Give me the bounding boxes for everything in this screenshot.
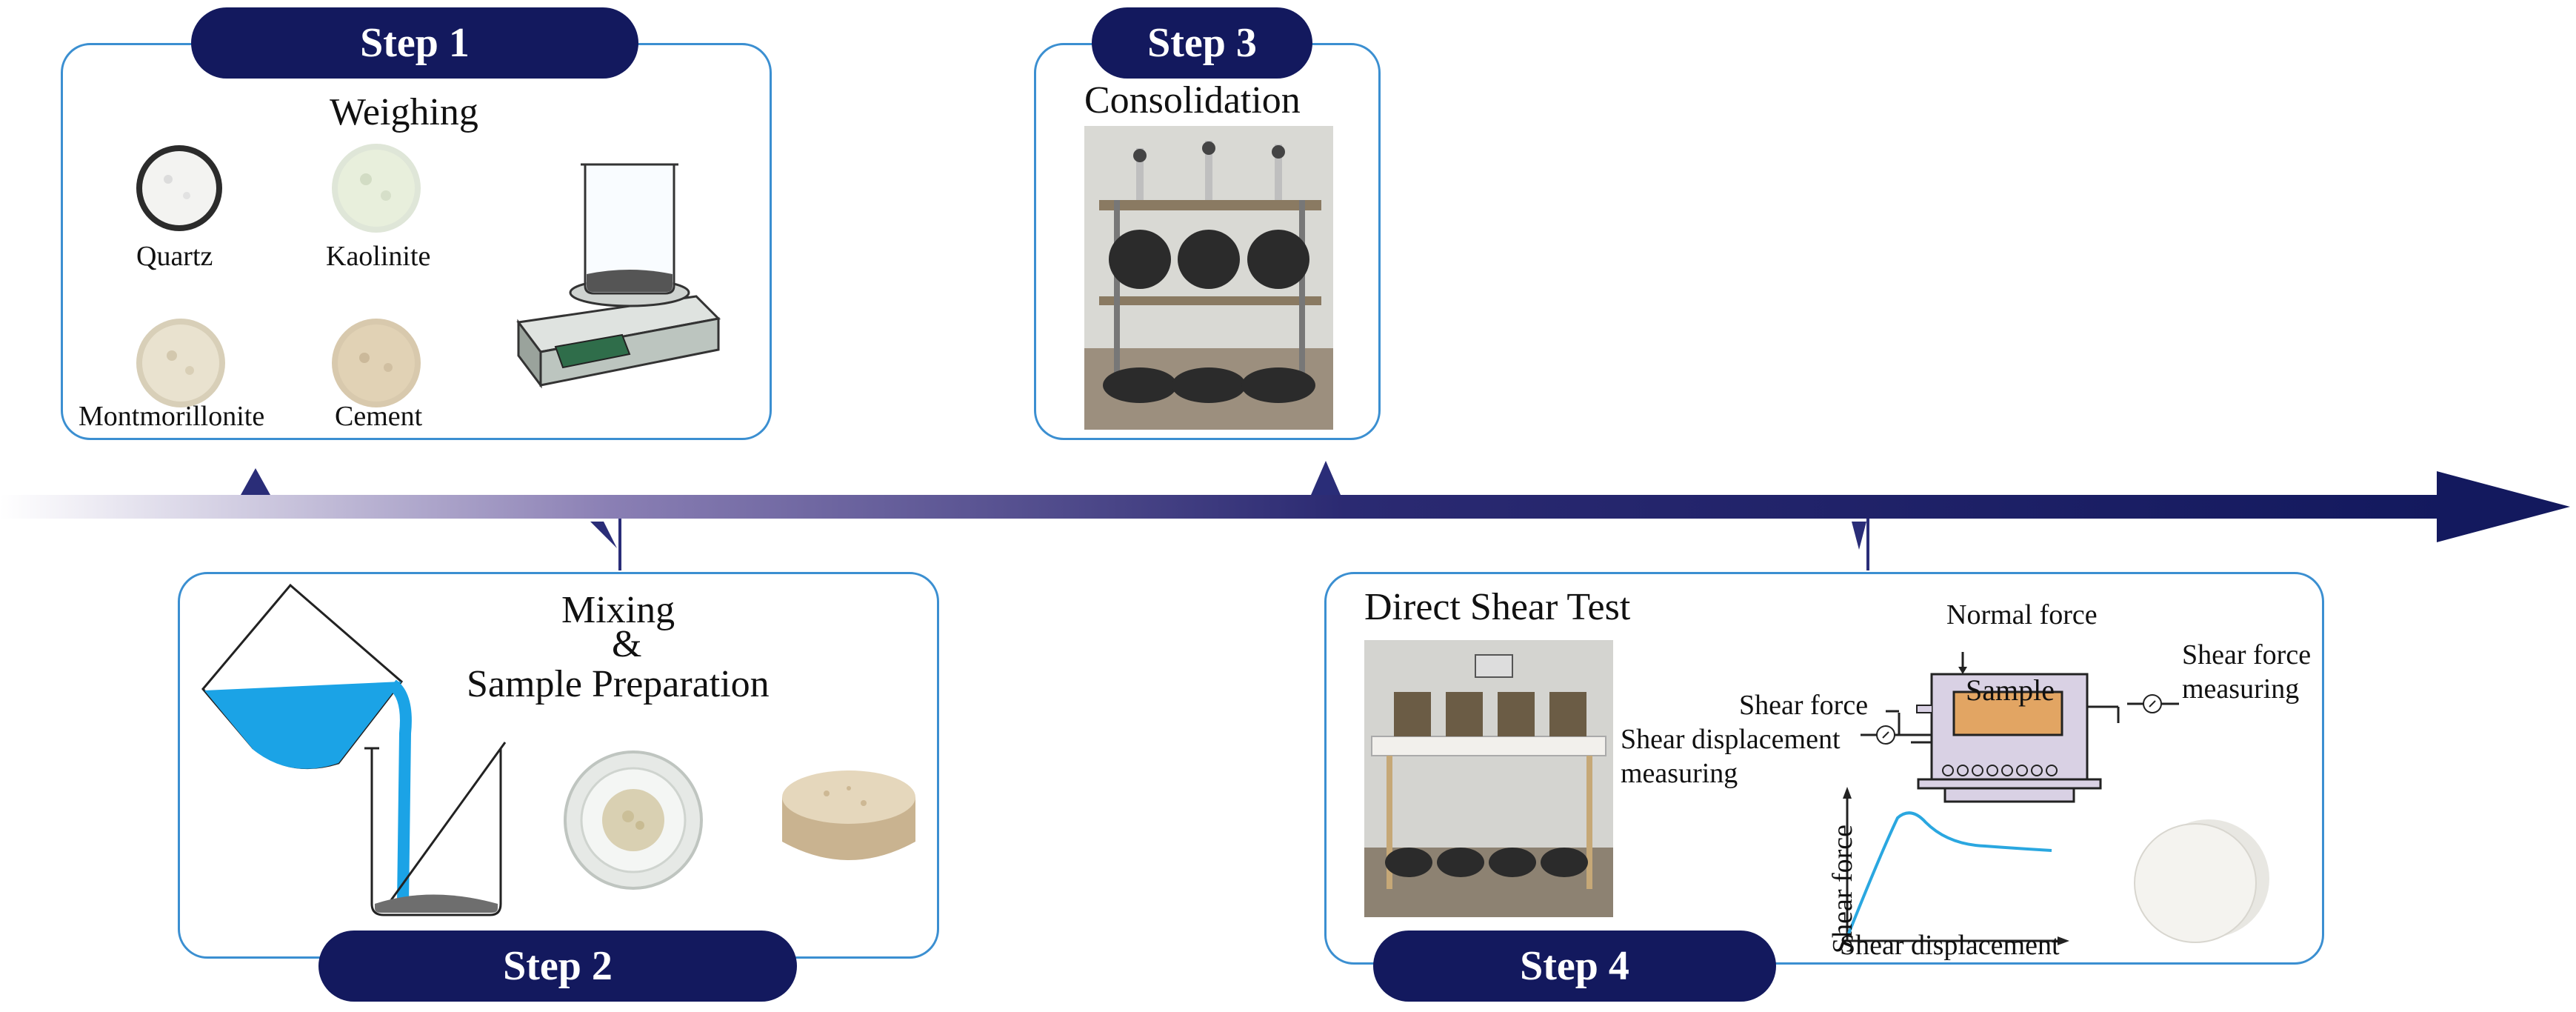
shear-force-measuring-label-1: Shear force: [2182, 639, 2312, 670]
step2-badge: Step 2: [318, 931, 797, 1002]
step2-title-line2: &: [612, 623, 642, 665]
step1-badge: Step 1: [191, 7, 638, 79]
shear-curve-plot: [1843, 787, 2069, 945]
step4-title: Direct Shear Test: [1364, 586, 1631, 628]
kaolinite-sample-image: [332, 144, 421, 233]
consolidation-apparatus-photo: [1084, 126, 1333, 430]
normal-force-label: Normal force: [1946, 599, 2098, 630]
pouring-mixing-illustration: [201, 583, 507, 916]
step4-badge: Step 4: [1373, 931, 1776, 1002]
cylindrical-sample-photo: [782, 770, 915, 860]
shear-curve-line: [1847, 811, 2052, 934]
material-label-montmorillonite: Montmorillonite: [79, 401, 265, 432]
cement-sample-image: [332, 319, 421, 407]
step2-title-line1: Mixing: [561, 589, 675, 631]
shear-displacement-measuring-label-2: measuring: [1621, 758, 1738, 789]
quartz-sample-image: [136, 145, 222, 231]
direct-shear-apparatus-photo: [1364, 640, 1613, 917]
curve-xlabel: Shear displacement: [1840, 930, 2060, 961]
material-label-cement: Cement: [335, 401, 423, 432]
montmorillonite-sample-image: [136, 319, 225, 407]
step3-title: Consolidation: [1084, 79, 1301, 121]
material-label-kaolinite: Kaolinite: [326, 241, 431, 272]
material-label-quartz: Quartz: [136, 241, 213, 272]
mold-sample-photo: [564, 750, 703, 890]
sheared-sample-photo: [2134, 819, 2269, 943]
shear-force-measuring-label-2: measuring: [2182, 673, 2300, 705]
shear-displacement-measuring-label-1: Shear displacement: [1621, 724, 1841, 755]
balance-scale-illustration: [516, 163, 721, 389]
shear-force-left-label: Shear force: [1739, 690, 1869, 721]
step1-title: Weighing: [330, 91, 478, 133]
sample-label: Sample: [1966, 673, 2055, 707]
shear-box-schematic: [1861, 652, 2179, 803]
step2-title-line3: Sample Preparation: [467, 663, 770, 705]
step3-badge: Step 3: [1092, 7, 1312, 79]
